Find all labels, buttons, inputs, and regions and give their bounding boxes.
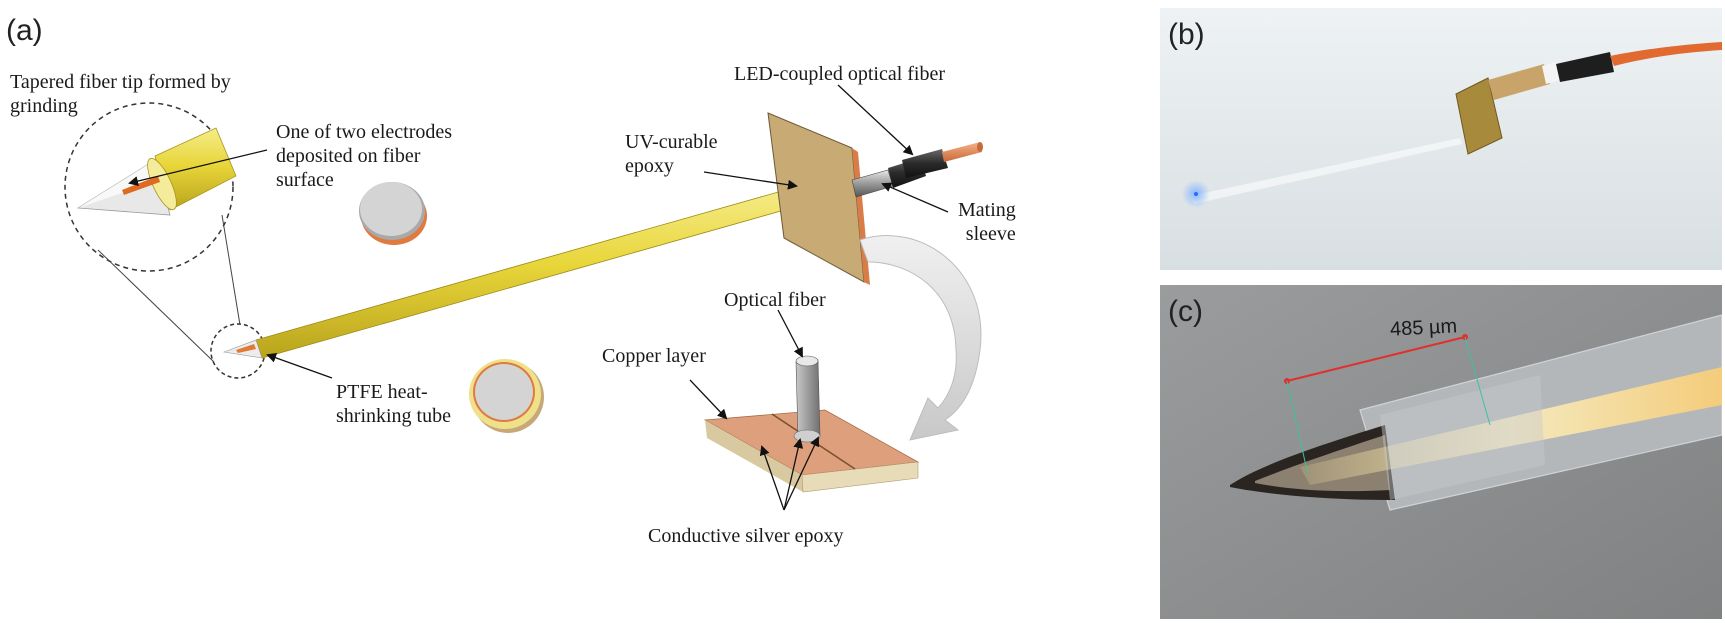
- label-led-fiber: LED-coupled optical fiber: [734, 63, 946, 85]
- label-mating-sleeve: Mating sleeve: [958, 198, 1016, 246]
- ptfe-tube-body: [222, 185, 808, 359]
- zoom-line-upper: [221, 214, 241, 326]
- label-tapered-tip-line1: Tapered fiber tip formed by: [10, 71, 231, 93]
- label-tapered-tip-line2: grinding: [10, 95, 78, 117]
- label-optical-fiber: Optical fiber: [724, 289, 826, 311]
- scale-measure-label: 485 µm: [1389, 315, 1458, 341]
- scale-bar: [1286, 336, 1466, 382]
- label-electrode-line3: surface: [276, 169, 334, 191]
- fiber-probe-schematic: [64, 84, 983, 511]
- label-uv-epoxy: UV-curable epoxy: [625, 130, 718, 178]
- label-tapered-tip: Tapered fiber tip formed by grinding: [10, 70, 231, 118]
- label-copper-layer: Copper layer: [602, 345, 706, 367]
- label-ptfe-tube: PTFE heat- shrinking tube: [336, 380, 451, 428]
- tip-micrograph: [1160, 285, 1722, 619]
- device-photo: [1160, 8, 1722, 270]
- label-uv-epoxy-line1: UV-curable: [625, 131, 718, 153]
- label-uv-epoxy-line2: epoxy: [625, 155, 674, 177]
- tube-cross-section: [469, 359, 544, 433]
- label-mating-line2: sleeve: [965, 223, 1016, 245]
- label-electrode-line1: One of two electrodes: [276, 121, 453, 143]
- leader-lines: [128, 84, 949, 511]
- magnified-tip-view: [64, 102, 237, 272]
- panel-label-a: (a): [6, 14, 43, 47]
- label-ptfe-line2: shrinking tube: [336, 405, 451, 427]
- label-electrode: One of two electrodes deposited on fiber…: [276, 120, 452, 192]
- board-closeup: [703, 355, 920, 493]
- electrode-cross-section: [359, 182, 427, 245]
- label-ptfe-line1: PTFE heat-: [336, 381, 428, 403]
- panel-label-b: (b): [1168, 18, 1205, 51]
- assembly-curve-arrow: [859, 235, 982, 441]
- zoom-line-lower: [97, 249, 215, 363]
- label-electrode-line2: deposited on fiber: [276, 145, 421, 167]
- led-coupled-fiber: [851, 142, 983, 198]
- label-silver-epoxy: Conductive silver epoxy: [648, 525, 844, 547]
- label-mating-line1: Mating: [958, 199, 1016, 221]
- copper-board: [767, 112, 870, 285]
- panel-label-c: (c): [1168, 295, 1203, 328]
